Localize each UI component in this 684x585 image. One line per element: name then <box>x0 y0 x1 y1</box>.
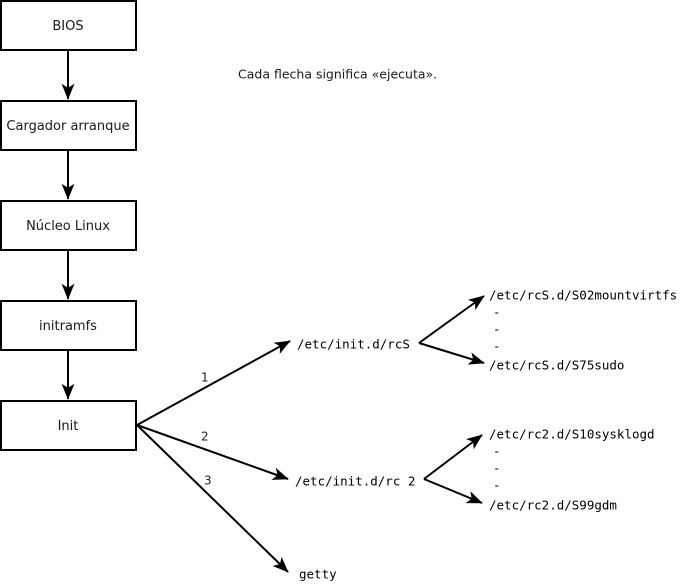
arrow-init-branch-2 <box>136 424 289 480</box>
box-bios-rect <box>0 0 137 51</box>
arrow-rc2-to-first-script <box>423 434 483 480</box>
box-initramfs-label: initramfs <box>39 319 97 334</box>
box-init: Init <box>0 400 137 451</box>
rc2-script-ellipsis-1: - <box>493 444 501 459</box>
arrow-rc2-to-last-script <box>423 478 483 504</box>
rc2-script-last: /etc/rc2.d/S99gdm <box>489 498 617 513</box>
rc2-script-ellipsis-2: - <box>493 461 501 476</box>
arrow-init-branch-3 <box>136 424 289 573</box>
box-init-label: Init <box>58 419 79 434</box>
arrow-rcs-to-last-script <box>418 342 485 365</box>
stage-label-rc2: /etc/init.d/rc 2 <box>295 474 415 489</box>
box-bootloader-rect <box>0 100 137 151</box>
stage-label-rcs: /etc/init.d/rcS <box>297 337 410 352</box>
box-bootloader: Cargador arranque <box>0 100 137 151</box>
rc2-script-ellipsis-3: - <box>493 478 501 493</box>
box-bios: BIOS <box>0 0 137 51</box>
box-kernel-label: Núcleo Linux <box>26 219 110 234</box>
rcs-script-ellipsis-2: - <box>493 322 501 337</box>
rcs-script-first: /etc/rcS.d/S02mountvirtfs <box>489 288 677 303</box>
box-init-rect <box>0 400 137 451</box>
branch-number-1: 1 <box>201 371 209 385</box>
arrow-init-branch-1 <box>136 340 291 426</box>
branch-number-2: 2 <box>201 430 209 444</box>
arrow-rcs-to-first-script <box>418 295 485 344</box>
box-bootloader-label: Cargador arranque <box>6 119 129 134</box>
stage-label-getty: getty <box>299 567 337 582</box>
rc2-script-first: /etc/rc2.d/S10sysklogd <box>489 427 655 442</box>
rcs-script-ellipsis-3: - <box>493 339 501 354</box>
branch-number-3: 3 <box>204 474 212 488</box>
box-kernel-rect <box>0 200 137 251</box>
box-kernel: Núcleo Linux <box>0 200 137 251</box>
diagram-caption: Cada flecha significa «ejecuta». <box>238 67 437 82</box>
rcs-script-last: /etc/rcS.d/S75sudo <box>489 358 624 373</box>
box-bios-label: BIOS <box>52 19 83 34</box>
box-initramfs: initramfs <box>0 300 137 351</box>
rcs-script-ellipsis-1: - <box>493 305 501 320</box>
